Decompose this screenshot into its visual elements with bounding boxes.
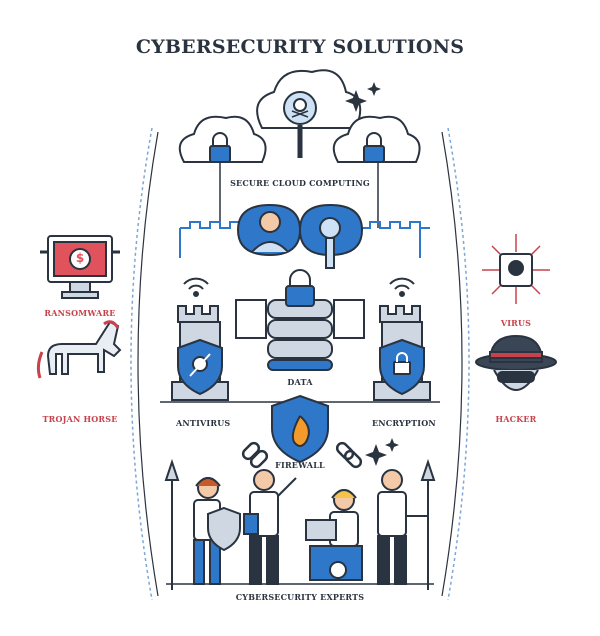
- dollar-icon: $: [76, 251, 84, 265]
- chain-icon: [241, 441, 363, 469]
- shield-icon: [177, 338, 223, 396]
- gear-icon: [329, 561, 347, 579]
- page-title: CYBERSECURITY SOLUTIONS: [135, 36, 465, 58]
- right-arc: [447, 127, 470, 601]
- label-trojan-horse: TROJAN HORSE: [42, 414, 118, 424]
- label-data: DATA: [287, 377, 313, 387]
- identity-badge: [236, 203, 364, 269]
- wifi-icon: [183, 277, 209, 297]
- cloud-left: [178, 115, 267, 163]
- database-icon: [235, 299, 365, 371]
- key-icon: [319, 217, 341, 269]
- expert-3: [305, 489, 363, 581]
- virus-chip: [482, 234, 550, 304]
- magnifier-icon: [283, 91, 317, 158]
- lock-icon: [363, 132, 385, 163]
- left-arc: [130, 127, 153, 601]
- lock-icon: [285, 269, 315, 307]
- label-firewall: FIREWALL: [275, 460, 325, 470]
- skull-icon: [293, 98, 307, 112]
- ransomware-monitor: [40, 235, 120, 299]
- skull-icon: [508, 260, 524, 276]
- label-experts: CYBERSECURITY EXPERTS: [235, 592, 365, 602]
- hacker: [475, 334, 557, 391]
- flame-icon: [271, 394, 329, 464]
- shield-icon: [379, 338, 425, 396]
- expert-4: [377, 469, 428, 585]
- cloud-right: [332, 115, 421, 163]
- label-hacker: HACKER: [495, 414, 537, 424]
- spear-right: [420, 458, 436, 590]
- trojan-horse: [36, 320, 122, 379]
- expert-1: [193, 477, 241, 585]
- spear-left: [164, 458, 180, 590]
- label-ransomware: RANSOMWARE: [44, 308, 116, 318]
- label-antivirus: ANTIVIRUS: [176, 418, 231, 428]
- wifi-icon: [389, 277, 415, 297]
- expert-2: [243, 469, 297, 585]
- sparkle-icon: [345, 82, 381, 112]
- sparkle-icon: [365, 438, 399, 466]
- label-virus: VIRUS: [500, 318, 532, 328]
- shield-icon: [207, 506, 241, 552]
- label-encryption: ENCRYPTION: [372, 418, 436, 428]
- label-secure-cloud: SECURE CLOUD COMPUTING: [230, 178, 370, 188]
